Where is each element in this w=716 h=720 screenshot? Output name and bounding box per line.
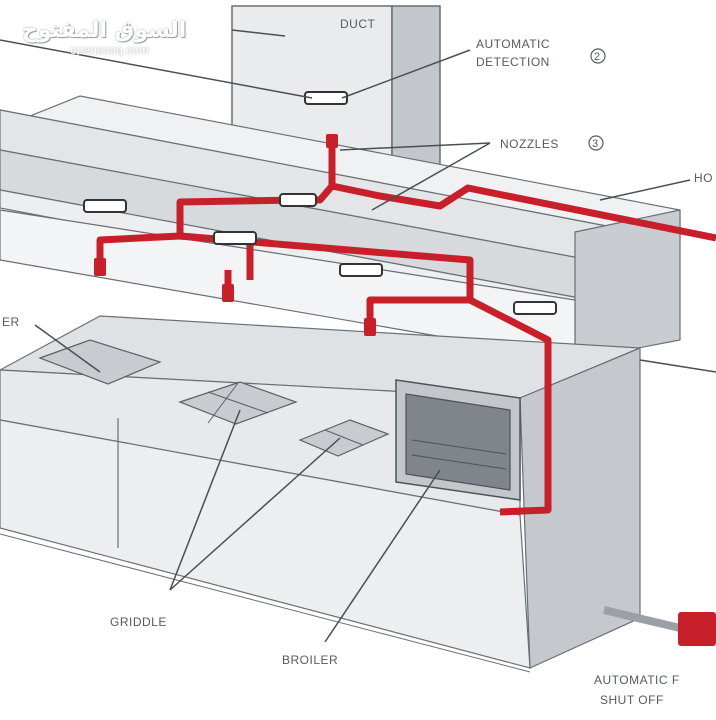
label-automatic-detection-1: AUTOMATIC — [476, 37, 550, 51]
duct — [231, 5, 441, 184]
detector-links — [83, 91, 557, 315]
label-griddle: GRIDDLE — [110, 615, 167, 629]
label-fryer: ER — [2, 315, 20, 329]
watermark-latin: opensooq.com — [70, 43, 149, 57]
suppression-piping — [96, 140, 716, 516]
label-duct: DUCT — [340, 17, 375, 31]
watermark-arabic: السوق المفتوح — [22, 18, 187, 43]
fuel-shutoff-valve — [603, 606, 716, 646]
nozzle-drops — [94, 134, 376, 336]
label-fuel-shutoff-2: SHUT OFF — [600, 693, 664, 707]
labels: DUCT AUTOMATIC DETECTION 2 NOZZLES 3 HO … — [2, 17, 713, 707]
opensooq-watermark: السوق المفتوح opensooq.com — [22, 18, 186, 57]
label-nozzles-num: 3 — [592, 138, 598, 150]
label-nozzles: NOZZLES — [500, 137, 559, 151]
hood — [0, 95, 681, 361]
label-hood: HO — [694, 171, 713, 185]
label-fuel-shutoff-1: AUTOMATIC F — [594, 673, 680, 687]
label-automatic-detection-2: DETECTION — [476, 55, 550, 69]
label-automatic-detection-num: 2 — [594, 51, 600, 63]
leader-lines — [0, 29, 716, 643]
label-broiler: BROILER — [282, 653, 338, 667]
